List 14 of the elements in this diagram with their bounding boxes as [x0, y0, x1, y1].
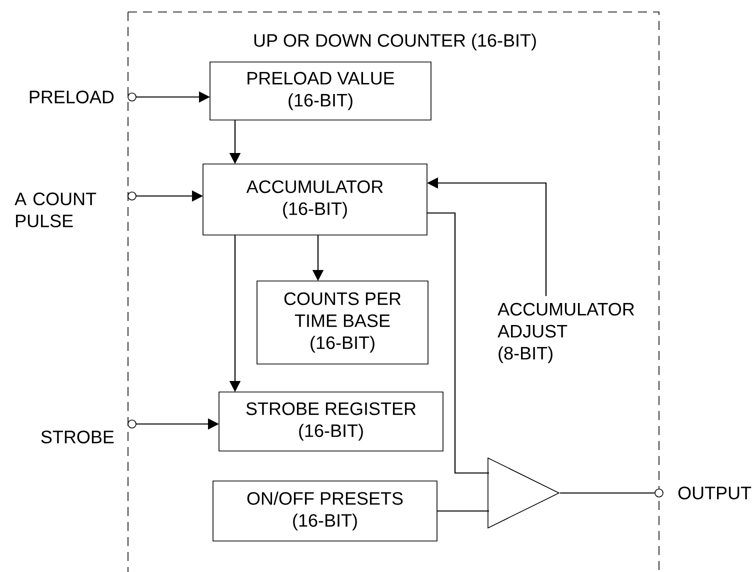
process-box: COUNTS PER TIME BASE (16-BIT): [256, 280, 428, 364]
connector-line: [427, 212, 489, 474]
pin-circle: [654, 488, 664, 498]
process-box: ACCUMULATOR (16-BIT): [202, 164, 428, 236]
process-box: ON/OFF PRESETS (16-BIT): [212, 480, 438, 542]
pin-label: PRELOAD: [30, 90, 114, 104]
process-box: PRELOAD VALUE (16-BIT): [210, 62, 432, 120]
connector-line: [437, 510, 489, 512]
connector-line: [560, 492, 655, 494]
pin-label: STROBE: [41, 430, 114, 444]
signal-label: ACCUMULATOR ADJUST (8-BIT): [498, 302, 634, 364]
pin-label: A COUNT PULSE: [14, 192, 96, 228]
process-box: STROBE REGISTER (16-BIT): [218, 392, 444, 452]
pin-label: OUTPUT: [678, 486, 752, 500]
